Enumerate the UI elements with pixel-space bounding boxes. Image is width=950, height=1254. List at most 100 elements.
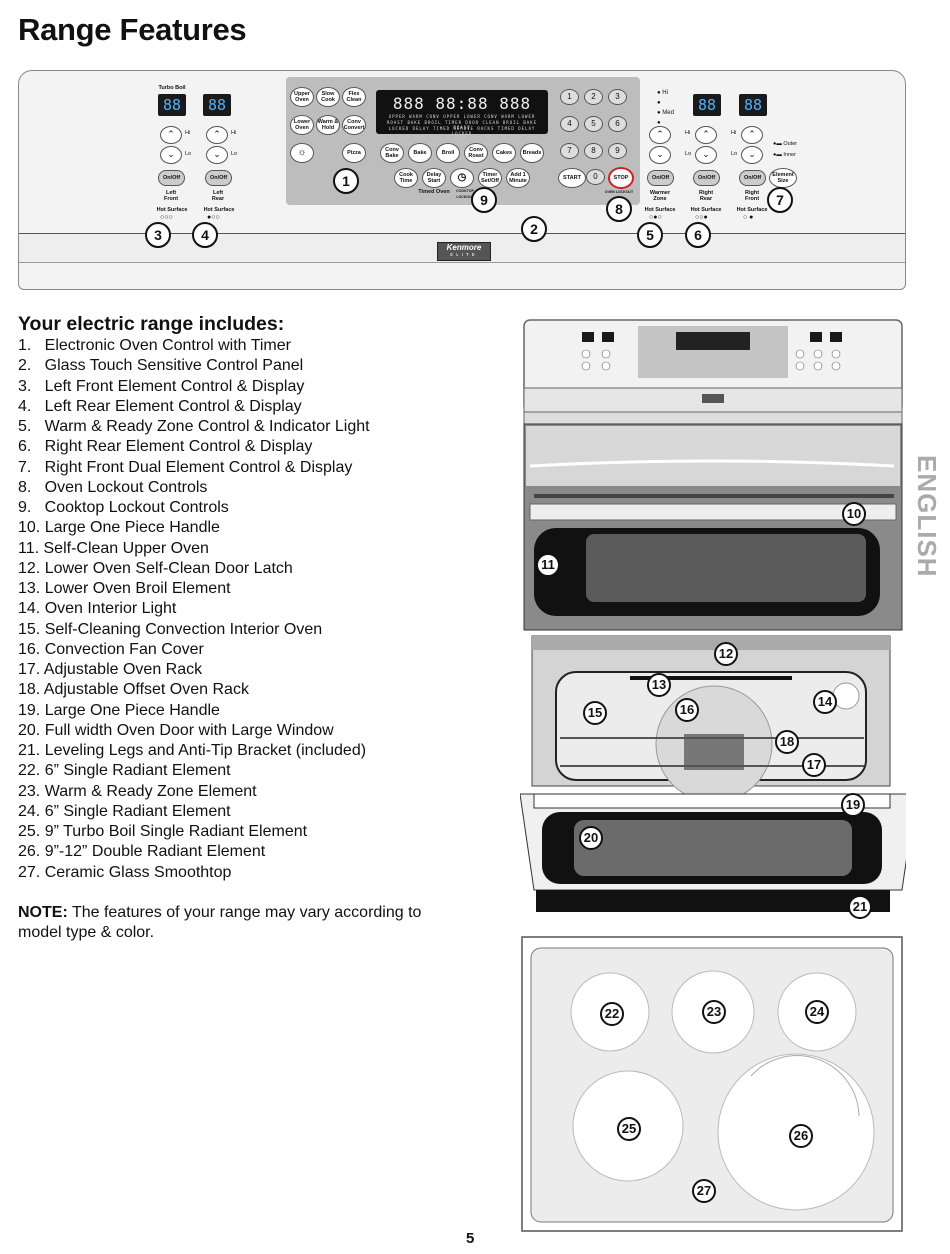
conv-bake-button[interactable]: Conv Bake: [380, 143, 404, 163]
keypad-2[interactable]: 2: [584, 89, 603, 105]
list-item: 20. Full width Oven Door with Large Wind…: [18, 721, 334, 739]
callout-3: 3: [145, 222, 171, 248]
left-rear-onoff-button[interactable]: On/Off: [205, 170, 232, 186]
right-front-up-icon[interactable]: ⌃: [741, 126, 763, 144]
left-front-display: 88: [158, 94, 186, 116]
breads-button[interactable]: Breads: [520, 143, 544, 163]
keypad-5[interactable]: 5: [584, 116, 603, 132]
pizza-button[interactable]: Pizza: [342, 143, 366, 163]
left-rear-up-icon[interactable]: ⌃: [206, 126, 228, 144]
control-panel-illustration: Kenmore ELITE Turbo Boil 88 88 ⌃ Hi ⌄ Lo…: [18, 70, 906, 290]
add-1-minute-button[interactable]: Add 1 Minute: [506, 168, 530, 188]
callout-19: 19: [841, 793, 865, 817]
keypad-4[interactable]: 4: [560, 116, 579, 132]
keypad-0[interactable]: 0: [586, 169, 605, 185]
inner-text: Inner: [783, 152, 796, 158]
list-item: 8. Oven Lockout Controls: [18, 478, 208, 496]
hot-surface-label-5: Hot Surface: [736, 207, 768, 213]
page-title: Range Features: [18, 12, 247, 47]
list-item: 13. Lower Oven Broil Element: [18, 580, 231, 597]
left-front-onoff-button[interactable]: On/Off: [158, 170, 185, 186]
callout-6: 6: [685, 222, 711, 248]
slow-cook-button[interactable]: Slow Cook: [316, 87, 340, 107]
broil-button[interactable]: Broil: [436, 143, 460, 163]
language-tab: ENGLISH: [912, 455, 942, 578]
callout-12: 12: [714, 642, 738, 666]
warmer-hi-label: Hi: [662, 90, 668, 96]
conv-roast-button[interactable]: Conv Roast: [464, 143, 488, 163]
callout-5: 5: [637, 222, 663, 248]
list-item: 4. Left Rear Element Control & Display: [18, 397, 302, 415]
left-rear-hi-label: Hi: [231, 130, 237, 136]
list-item: 11. Self-Clean Upper Oven: [18, 539, 209, 557]
keypad-6[interactable]: 6: [608, 116, 627, 132]
callout-22: 22: [600, 1002, 624, 1026]
right-rear-label: Right Rear: [698, 190, 714, 202]
brand-sub: ELITE: [450, 252, 478, 257]
bake-button[interactable]: Bake: [408, 143, 432, 163]
keypad-1[interactable]: 1: [560, 89, 579, 105]
left-front-down-icon[interactable]: ⌄: [160, 146, 182, 164]
upper-oven-button[interactable]: Upper Oven: [290, 87, 314, 107]
outer-label: ●▬ Outer: [773, 141, 798, 147]
left-front-hi-label: Hi: [185, 130, 191, 136]
keypad-3[interactable]: 3: [608, 89, 627, 105]
clock-icon[interactable]: ◷: [450, 168, 474, 188]
keypad-8[interactable]: 8: [584, 143, 603, 159]
delay-start-button[interactable]: Delay Start: [422, 168, 446, 188]
keypad-9[interactable]: 9: [608, 143, 627, 159]
left-rear-label: Left Rear: [211, 190, 225, 202]
page-number: 5: [466, 1230, 475, 1247]
oven-display: 888 88:88 888 UPPER WARM CONV UPPER LOWE…: [376, 90, 548, 136]
warmer-down-icon[interactable]: ⌄: [649, 146, 671, 164]
oven-lockout-label: OVEN LOCKOUT: [604, 190, 634, 194]
right-rear-hi-label: Hi: [685, 130, 691, 136]
list-item: 1. Electronic Oven Control with Timer: [18, 337, 291, 354]
callout-23: 23: [702, 1000, 726, 1024]
stop-button[interactable]: STOP: [608, 167, 634, 189]
callout-11: 11: [536, 553, 560, 577]
features-list: 1. Electronic Oven Control with Timer 2.…: [18, 336, 370, 883]
element-size-button[interactable]: Element Size: [769, 168, 797, 188]
start-button[interactable]: START: [558, 168, 586, 188]
left-front-up-icon[interactable]: ⌃: [160, 126, 182, 144]
lower-oven-button[interactable]: Lower Oven: [290, 115, 314, 135]
left-front-lo-label: Lo: [185, 151, 192, 157]
display-row-2: ROAST BAKE BROIL TIMER DOOR CLEAN BROIL …: [387, 120, 537, 130]
left-rear-down-icon[interactable]: ⌄: [206, 146, 228, 164]
callout-18: 18: [775, 730, 799, 754]
callout-26: 26: [789, 1124, 813, 1148]
turbo-boil-label: Turbo Boil: [158, 85, 186, 91]
right-rear-down-icon[interactable]: ⌄: [695, 146, 717, 164]
hot-surface-lights-3: ○●○: [649, 214, 662, 221]
list-item: 23. Warm & Ready Zone Element: [18, 782, 257, 800]
right-rear-display: 88: [693, 94, 721, 116]
cook-time-button[interactable]: Cook Time: [394, 168, 418, 188]
right-front-down-icon[interactable]: ⌄: [741, 146, 763, 164]
right-front-onoff-button[interactable]: On/Off: [739, 170, 766, 186]
keypad-7[interactable]: 7: [560, 143, 579, 159]
callout-21: 21: [848, 895, 872, 919]
warm-hold-button[interactable]: Warm & Hold: [316, 115, 340, 135]
callout-16: 16: [675, 698, 699, 722]
warmer-up-icon[interactable]: ⌃: [649, 126, 671, 144]
callout-2: 2: [521, 216, 547, 242]
conv-convert-button[interactable]: Conv Convert: [342, 115, 366, 135]
warmer-zone-label: Warmer Zone: [649, 190, 671, 202]
list-item: 18. Adjustable Offset Oven Rack: [18, 681, 249, 699]
hot-surface-label-2: Hot Surface: [203, 207, 235, 213]
timer-set-off-button[interactable]: Timer Set/Off: [478, 168, 502, 188]
list-item: 5. Warm & Ready Zone Control & Indicator…: [18, 418, 370, 435]
light-icon[interactable]: ☼: [290, 143, 314, 163]
list-item: 25. 9” Turbo Boil Single Radiant Element: [18, 823, 308, 840]
cakes-button[interactable]: Cakes: [492, 143, 516, 163]
warmer-onoff-button[interactable]: On/Off: [647, 170, 674, 186]
right-front-hi-label: Hi: [731, 130, 737, 136]
right-front-display: 88: [739, 94, 767, 116]
display-row-3: LOCKED DELAY TIMED REMOVE RACKS TIMED DE…: [388, 126, 536, 136]
flex-clean-button[interactable]: Flex Clean: [342, 87, 366, 107]
timed-oven-label: Timed Oven: [418, 189, 450, 195]
right-rear-onoff-button[interactable]: On/Off: [693, 170, 720, 186]
hot-surface-lights-5: ○ ●: [743, 214, 754, 221]
right-rear-up-icon[interactable]: ⌃: [695, 126, 717, 144]
